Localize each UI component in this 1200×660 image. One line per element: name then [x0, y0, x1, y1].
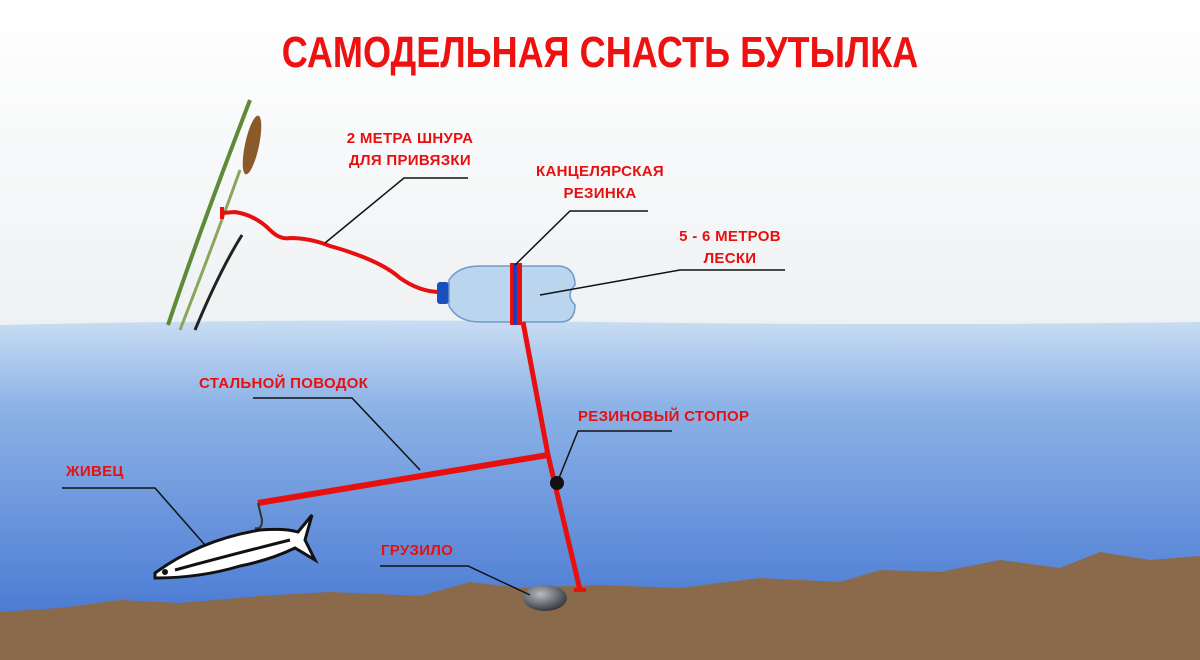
label-rubber-band: КАНЦЕЛЯРСКАЯ РЕЗИНКА — [520, 161, 680, 205]
cattail-icon — [242, 115, 262, 175]
label-line-line1: 5 - 6 МЕТРОВ — [679, 228, 781, 245]
label-cord: 2 МЕТРА ШНУРА ДЛЯ ПРИВЯЗКИ — [340, 128, 480, 172]
label-sinker: ГРУЗИЛО — [381, 542, 454, 559]
label-rubber-band-line1: КАНЦЕЛЯРСКАЯ — [536, 163, 664, 180]
live-bait-fish-icon — [153, 514, 319, 580]
bottle-icon — [437, 263, 576, 325]
reeds — [166, 99, 262, 331]
label-line-line2: ЛЕСКИ — [703, 250, 757, 267]
label-cord-line2: ДЛЯ ПРИВЯЗКИ — [349, 152, 471, 169]
tie-cord — [221, 209, 441, 294]
sinker-icon — [523, 585, 567, 611]
hook-icon — [254, 502, 264, 530]
leader-lines — [62, 177, 785, 596]
label-cord-line1: 2 МЕТРА ШНУРА — [346, 130, 474, 147]
label-rubber-stopper: РЕЗИНОВЫЙ СТОПОР — [578, 408, 750, 425]
lake-bottom — [0, 552, 1200, 660]
steel-leader — [257, 452, 549, 506]
diagram-title: САМОДЕЛЬНАЯ СНАСТЬ БУТЫЛКА — [281, 28, 919, 77]
label-line: 5 - 6 МЕТРОВ ЛЕСКИ — [660, 226, 800, 270]
label-steel-leader: СТАЛЬНОЙ ПОВОДОК — [199, 375, 369, 392]
label-rubber-band-line2: РЕЗИНКА — [563, 185, 637, 202]
label-live-bait: ЖИВЕЦ — [66, 463, 124, 480]
